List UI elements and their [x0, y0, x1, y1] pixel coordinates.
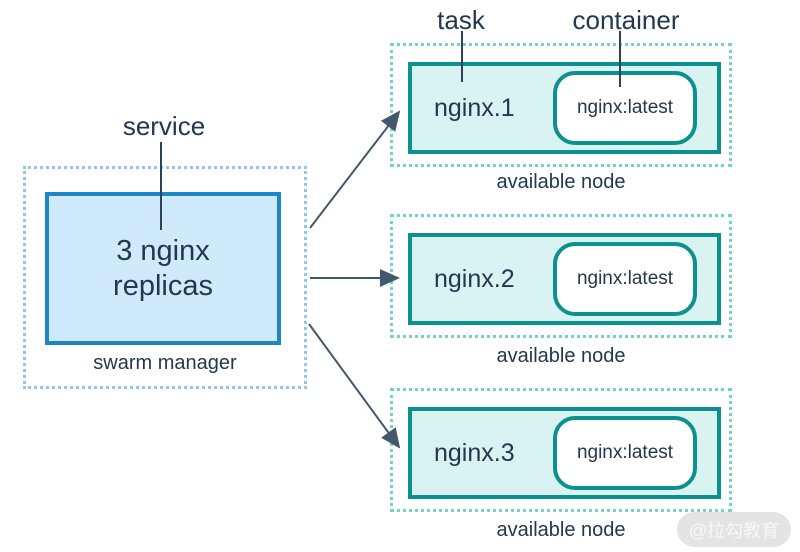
swarm-manager-label: swarm manager	[93, 352, 237, 374]
task-box-nginx-3: nginx.3 nginx:latest	[408, 407, 721, 499]
task-box-nginx-1: nginx.1 nginx:latest	[408, 62, 721, 154]
available-node-3: nginx.3 nginx:latest	[390, 388, 732, 512]
service-box-text: 3 nginx replicas	[113, 234, 213, 302]
task-label: task	[437, 5, 485, 35]
container-label: container	[572, 5, 680, 35]
available-node-2: nginx.2 nginx:latest	[390, 214, 732, 338]
swarm-manager-dotted-box	[23, 166, 307, 389]
service-box: 3 nginx replicas	[45, 192, 281, 345]
node-caption-2: available node	[496, 345, 626, 367]
task-name: nginx.2	[434, 264, 515, 293]
task-pointer-line	[461, 31, 463, 82]
arrow-to-node-3	[308, 323, 401, 449]
arrow-to-node-1	[309, 110, 401, 229]
service-label: service	[122, 111, 206, 141]
task-box-nginx-2: nginx.2 nginx:latest	[408, 233, 721, 325]
container-pointer-line	[619, 31, 621, 87]
container-box: nginx:latest	[553, 416, 697, 490]
container-box: nginx:latest	[553, 242, 697, 316]
service-pointer-line	[160, 142, 162, 230]
node-caption-1: available node	[496, 171, 626, 193]
task-name: nginx.3	[434, 438, 515, 467]
available-node-1: nginx.1 nginx:latest	[390, 43, 732, 167]
node-caption-3: available node	[496, 519, 626, 541]
watermark-badge: @拉勾教育	[677, 512, 791, 547]
container-box: nginx:latest	[553, 71, 697, 145]
task-name: nginx.1	[434, 93, 515, 122]
